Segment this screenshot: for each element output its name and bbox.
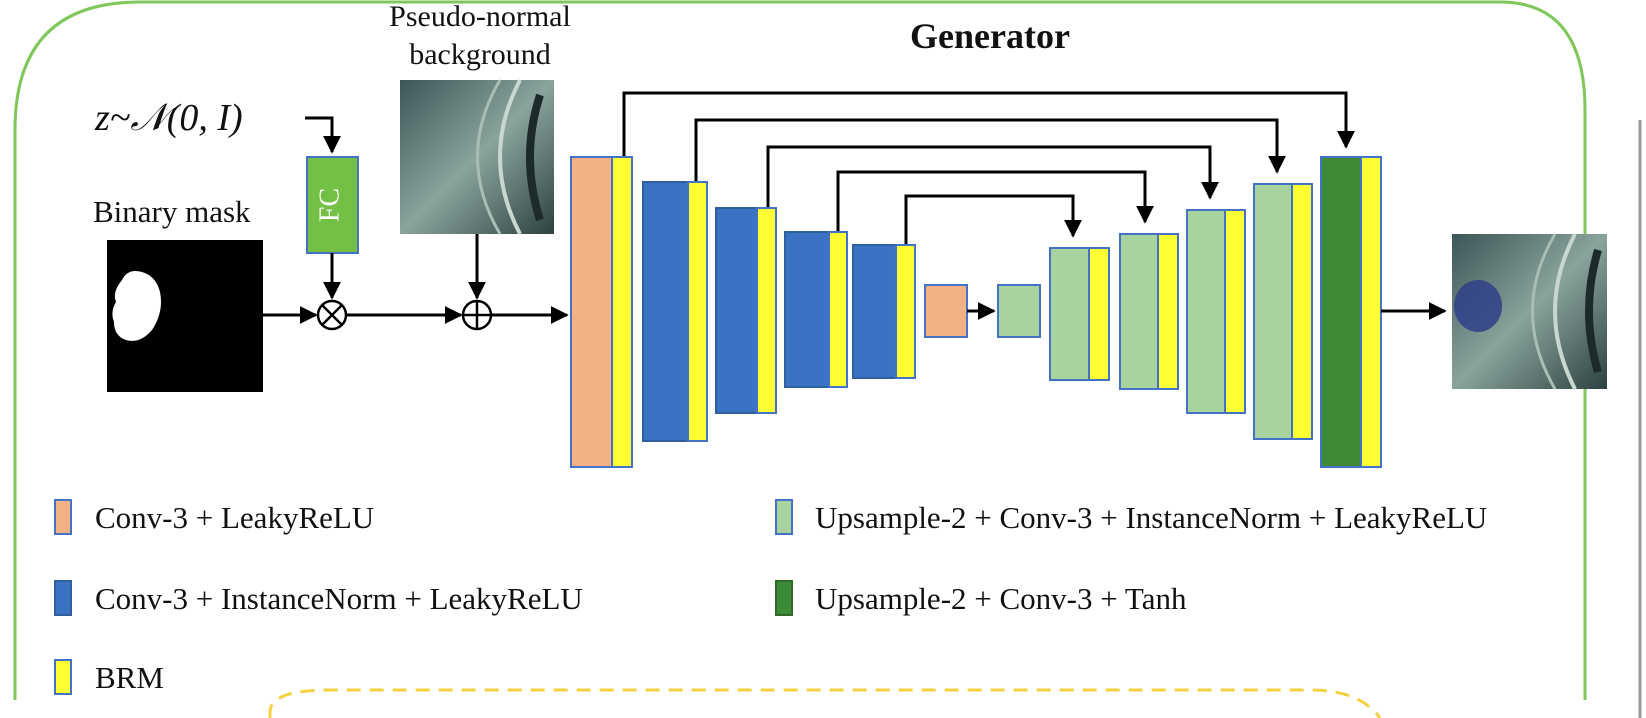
bottleneck-upsample-block <box>997 284 1041 338</box>
legend-label: Upsample-2 + Conv-3 + Tanh <box>815 581 1187 616</box>
background-label-line1: Pseudo-normal <box>389 0 571 33</box>
legend-label: BRM <box>95 660 164 695</box>
legend-label: Conv-3 + InstanceNorm + LeakyReLU <box>95 581 583 616</box>
encoder-block-5 <box>852 244 916 379</box>
multiply-operator <box>316 299 348 331</box>
fc-label: FC <box>314 188 345 222</box>
background-label-line2: background <box>409 38 551 71</box>
legend-item-brm: BRM <box>54 659 164 695</box>
skip-connection-2 <box>694 118 1286 182</box>
decoder-block-2 <box>1119 233 1179 390</box>
decoder-block-1 <box>1049 247 1110 381</box>
skip-connection-3 <box>766 145 1219 208</box>
legend-item-conv-leakyrelu: Conv-3 + LeakyReLU <box>54 499 374 535</box>
encoder-block-2 <box>642 181 708 442</box>
noise-arrow <box>305 116 341 154</box>
noise-label: z~𝒩(0, I) <box>94 97 243 139</box>
pseudo-normal-background-image <box>400 79 554 235</box>
legend-item-upsample-conv-tanh: Upsample-2 + Conv-3 + Tanh <box>775 580 1187 616</box>
legend-item-conv-instancenorm-leakyrelu: Conv-3 + InstanceNorm + LeakyReLU <box>54 580 583 616</box>
generator-frame <box>13 0 1587 700</box>
fc-layer: FC <box>306 156 359 254</box>
decoder-output-block <box>1320 156 1382 468</box>
decoder-block-4 <box>1253 183 1313 440</box>
legend-label: Upsample-2 + Conv-3 + InstanceNorm + Lea… <box>815 500 1487 535</box>
encoder-block-3 <box>715 207 777 414</box>
diagram-title: Generator <box>910 16 1070 56</box>
skip-connections <box>622 91 1355 245</box>
skip-connection-5 <box>904 194 1082 245</box>
encoder-block-1 <box>570 156 633 468</box>
binary-mask-image <box>107 240 263 392</box>
skip-connection-4 <box>836 170 1154 232</box>
legend-item-upsample-conv-instancenorm-leakyrelu: Upsample-2 + Conv-3 + InstanceNorm + Lea… <box>775 499 1487 535</box>
skip-connection-1 <box>622 91 1355 157</box>
add-operator <box>461 299 493 331</box>
bottleneck-conv-block <box>924 284 968 338</box>
discriminator-dashed-frame <box>268 688 1382 718</box>
encoder-block-4 <box>784 231 848 388</box>
generated-output-image <box>1452 233 1607 390</box>
decoder-block-3 <box>1186 209 1246 414</box>
mask-label: Binary mask <box>93 194 251 229</box>
legend-label: Conv-3 + LeakyReLU <box>95 500 374 535</box>
legend: Conv-3 + LeakyReLU Conv-3 + InstanceNorm… <box>54 499 1487 695</box>
